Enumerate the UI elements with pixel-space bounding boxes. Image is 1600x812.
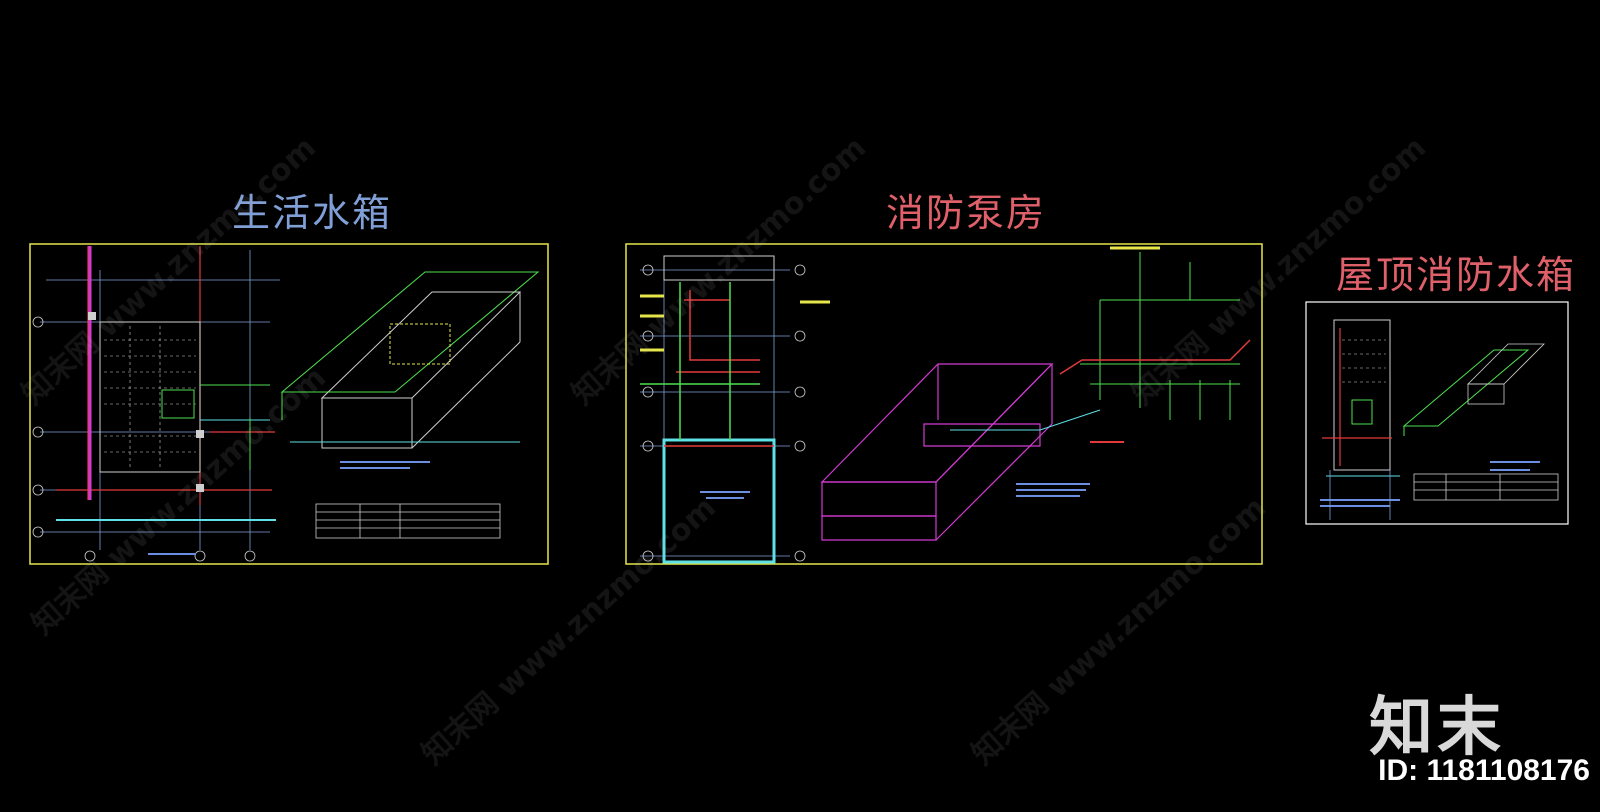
domestic-tank-plan-hatch	[104, 326, 196, 468]
roof-fire-tank-title: 屋顶消防水箱	[1336, 253, 1577, 297]
domestic-tank-notes	[148, 461, 430, 555]
pump-room-axis-bubbles	[642, 264, 806, 562]
domestic-tank-plan	[99, 321, 201, 473]
domestic-tank-sheet[interactable]	[29, 243, 549, 565]
domestic-tank-pump-box	[161, 389, 195, 419]
pump-room-isometric-tank	[820, 363, 1054, 541]
pump-room-pool-plan	[662, 438, 776, 564]
pump-room-riser-system	[1080, 252, 1240, 420]
pump-room-red-pipes	[676, 290, 760, 373]
domestic-water-tank-title: 生活水箱	[232, 191, 393, 235]
fire-pump-room-sheet[interactable]	[625, 243, 1263, 565]
domestic-tank-axis-bubbles	[32, 316, 256, 562]
roof-tank-frame	[1305, 301, 1569, 525]
roof-tank-isometric	[1402, 349, 1530, 436]
domestic-tank-isometric	[280, 271, 540, 449]
roof-tank-table	[1413, 473, 1559, 501]
image-id-label: ID: 1181108176	[1378, 754, 1590, 787]
pump-room-green-pipes	[640, 282, 760, 440]
domestic-tank-table	[315, 503, 501, 539]
brand-logo: 知末	[1369, 691, 1505, 765]
fire-pump-room-title: 消防泵房	[886, 191, 1047, 235]
roof-fire-tank-sheet[interactable]	[1305, 301, 1569, 525]
roof-tank-plan	[1333, 319, 1391, 471]
fire-pump-room-frame	[625, 243, 1263, 565]
domestic-tank-frame	[29, 243, 549, 565]
pump-room-yellow-leaders	[640, 246, 1160, 352]
